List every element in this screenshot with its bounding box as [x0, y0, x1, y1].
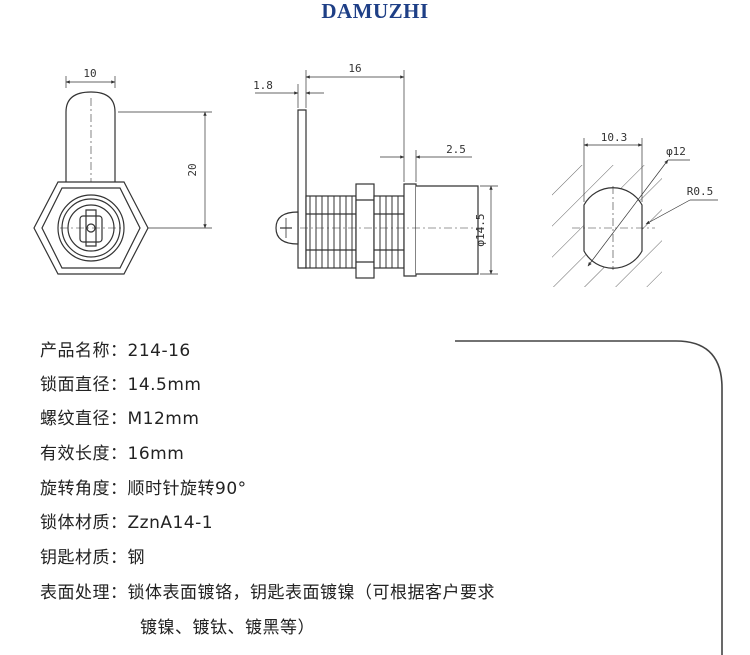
spec-label: 产品名称：: [40, 341, 128, 361]
spec-value: 214-16: [127, 341, 191, 361]
spec-row-surface-treatment: 表面处理：锁体表面镀铬，钥匙表面镀镍（可根据客户要求: [40, 582, 495, 604]
spec-row-surface-treatment-continuation: 镀镍、镀钛、镀黑等）: [140, 618, 315, 638]
dim-plate-label: 1.8: [253, 79, 273, 92]
spec-label: 锁面直径：: [40, 375, 128, 395]
technical-drawing: 10 20: [33, 62, 718, 287]
spec-label: 锁体材质：: [40, 513, 128, 533]
dim-dia-face-label: φ14.5: [474, 213, 487, 246]
spec-row-face-diameter: 锁面直径：14.5mm: [40, 374, 201, 396]
spec-row-key-material: 钥匙材质：钢: [40, 547, 145, 569]
spec-value: M12mm: [127, 409, 200, 429]
spec-row-effective-length: 有效长度：16mm: [40, 443, 184, 465]
spec-value: ZznA14-1: [127, 513, 214, 533]
spec-row-body-material: 锁体材质：ZznA14-1: [40, 512, 213, 534]
spec-row-product-name: 产品名称：214-16: [40, 340, 191, 362]
side-view: [255, 70, 498, 279]
dim-cut-label: 10.3: [601, 131, 628, 144]
spec-value: 顺时针旋转90°: [127, 479, 247, 499]
dim-dia-thread-label: φ12: [666, 145, 686, 158]
spec-label: 旋转角度：: [40, 479, 128, 499]
spec-label: 有效长度：: [40, 444, 128, 464]
spec-row-rotation-angle: 旋转角度：顺时针旋转90°: [40, 478, 247, 500]
front-view: [33, 76, 212, 275]
dim-radius-label: R0.5: [687, 185, 714, 198]
spec-label: 钥匙材质：: [40, 548, 128, 568]
dim-face-label: 2.5: [446, 143, 466, 156]
spec-value: 锁体表面镀铬，钥匙表面镀镍（可根据客户要求: [127, 583, 495, 603]
spec-value: 16mm: [127, 444, 185, 464]
cutout-view: [552, 138, 718, 287]
spec-row-thread-diameter: 螺纹直径：M12mm: [40, 408, 199, 430]
spec-label: 表面处理：: [40, 583, 128, 603]
dim-width-label: 10: [83, 67, 96, 80]
spec-value: 14.5mm: [127, 375, 202, 395]
spec-value: 钢: [127, 548, 145, 568]
dim-length-label: 16: [348, 62, 361, 75]
brand-logo: DAMUZHI: [321, 0, 429, 23]
dim-height-label: 20: [186, 163, 199, 176]
spec-label: 螺纹直径：: [40, 409, 128, 429]
